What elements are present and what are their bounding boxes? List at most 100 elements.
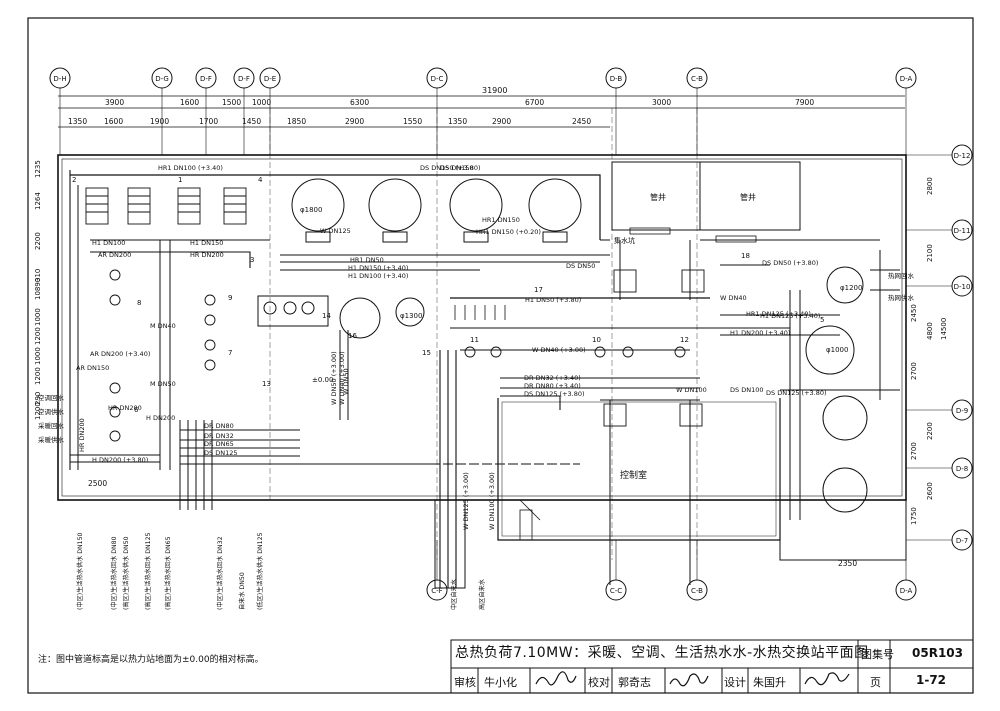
pipe-label: HR1 DN125 (+3.40) [746,310,811,318]
dimension-text-right: 2200 [926,422,934,440]
dimension-text-right: 4800 [926,322,934,340]
equipment-label: 1 [178,176,182,184]
pipe-label: DR DN80 [204,422,234,430]
bottom-pipe-label: (中区)生活热水供水 DN150 [76,532,84,610]
fittings [454,227,757,541]
axis-bubble-top-circle [151,67,173,89]
pipe-label: DS DN50 (+3.80) [762,259,818,267]
axis-bubble-top: D-E [264,75,276,83]
axis-bubble-right-circle [951,275,973,297]
equipment-label: 12 [680,336,689,344]
pipe-label: H1 DN150 [190,239,223,247]
dimension-text: 6700 [525,98,544,107]
axis-bubble-top-circle [895,67,917,89]
axis-bubble-top-circle [426,67,448,89]
pipe-label: DS DN125 (+3.80) [766,389,827,397]
dimension-text-left: 1000 [34,347,42,365]
dimension-lines-top [58,95,905,128]
building-walls [57,108,907,589]
equipment-label: 16 [348,332,357,340]
axis-bubble-top-circle [259,67,281,89]
equipment-label: 6 [134,406,139,414]
dimensions-left: 1235126422003101089010001200100012002901… [34,160,42,420]
bottom-pipe-label: 自来水 DN50 [238,572,246,610]
pipe-label: DR DN32 (+3.40) [524,374,581,382]
bottom-pipe-label: 高区自来水 [478,578,486,610]
axis-bubble-top: C-B [691,75,703,83]
pipe-label: HR DN200 [108,404,142,412]
drawing-title: 总热负荷7.10MW：采暖、空调、生活热水水-水热交换站平面图 [455,645,869,661]
pipe-label: DS DN125 [204,449,237,457]
dimension-text: 1000 [252,98,271,107]
axis-bubble-right: D-9 [956,407,968,415]
pipe-label: W DN40 (+3.00) [532,346,586,354]
axis-bubble-top-circle [686,67,708,89]
equipment-label: ±0.00 [312,376,333,384]
bottom-pipe-label: (低区)生活热水供水 DN125 [256,532,264,610]
pipe-label: H1 DN50 (+3.80) [525,296,581,304]
equipment-label: 14 [322,312,331,320]
dimension-text: 1350 [68,117,87,126]
dimension-text: 1550 [403,117,422,126]
design-label: 设计 [724,676,746,689]
pipe-label: W DN40 [720,294,747,302]
bottom-pipe-label: (高区)生活热水供水 DN50 [122,536,130,610]
bottom-pipe-label: 中区自来水 [450,578,458,610]
axis-bubble-top: D-G [155,75,169,83]
equipment-label: φ1300 [400,312,422,320]
dimension-text-bottom: 2500 [88,479,107,488]
equipment-label: 15 [422,349,431,357]
dimension-text-bottom: 2350 [838,559,857,568]
dimension-text-right: 2450 [910,304,918,322]
drawing-note: 注：图中管道标高是以热力站地面为±0.00的相对标高。 [38,655,264,665]
axis-bubble-right-circle [951,399,973,421]
equipment-label: 2 [72,176,76,184]
pipe-label: DS DN150 [440,164,473,172]
side-label: 热网供水 [888,293,915,302]
pipe-label: M DN50 [150,380,176,388]
pipe-label: HR1 DN150 [482,216,520,224]
dimension-text-right: 2700 [910,442,918,460]
axis-bubble-bottom: C-F [431,587,442,595]
dimension-text-right: 2600 [926,482,934,500]
equipment-label: 18 [741,252,750,260]
equipment-label: φ1200 [840,284,862,292]
axis-bubbles-right: D-12D-11D-10D-9D-8D-7 [906,144,973,551]
axis-bubble-right-circle [951,529,973,551]
dimension-text-left: 2200 [34,232,42,250]
atlas-number-label: 图集号 [861,648,894,661]
pipe-label: HR DN200 [190,251,224,259]
dimension-text: 1450 [242,117,261,126]
room-label-shaft-2: 管井 [740,192,756,202]
title-block-frame [450,639,974,694]
axis-bubble-top-circle [605,67,627,89]
pipe-label: W DN50 (+3.00) [330,351,338,405]
review-label: 审核 [454,676,476,689]
dimension-text-left: 1264 [34,192,42,210]
pumps [109,269,705,442]
dimension-text-right: 1750 [910,507,918,525]
pipe-label: H1 DN150 (+3.40) [348,264,408,272]
dimension-text: 7900 [795,98,814,107]
dimension-text-right: 14500 [940,318,948,340]
dimension-text: 1900 [150,117,169,126]
pipe-label: HR1 DN50 [350,256,384,264]
axis-bubble-bottom: C-C [610,587,622,595]
pipe-label: H1 DN100 [92,239,125,247]
bottom-vertical-labels: (中区)生活热水供水 DN150(中区)生活热水回水 DN80(高区)生活热水供… [76,532,486,610]
equipment-label: 4 [258,176,263,184]
axis-bubble-bottom-circle [895,579,917,601]
side-label: 空调供水 [38,407,65,416]
bottom-pipe-label: (高区)生活热水回水 DN125 [144,532,152,610]
pipe-label: H1 DN125 (+3.40) [760,312,820,320]
axis-bubble-top: D-C [431,75,444,83]
dimension-text-left: 310 [34,269,42,282]
axis-bubble-right: D-8 [956,465,968,473]
axis-bubble-top: D-B [610,75,623,83]
